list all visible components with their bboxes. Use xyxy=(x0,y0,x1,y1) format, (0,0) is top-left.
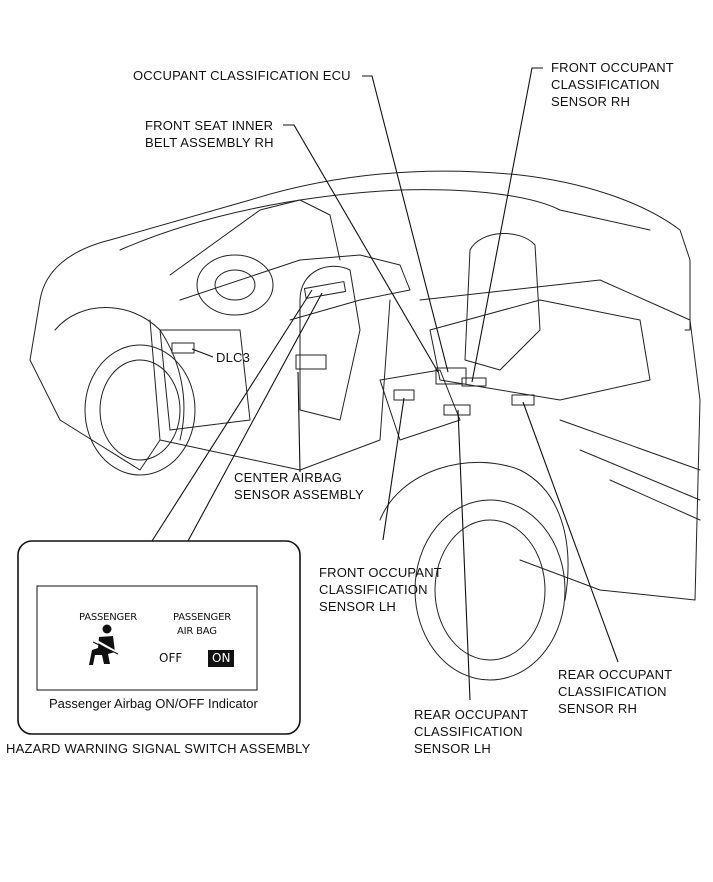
label-rear-sensor-rh: REAR OCCUPANT CLASSIFICATION SENSOR RH xyxy=(558,667,673,716)
label-rear-sensor-lh: REAR OCCUPANT CLASSIFICATION SENSOR LH xyxy=(414,707,529,756)
leader-dlc3 xyxy=(191,348,214,358)
front-wheel xyxy=(84,344,196,476)
front-seat xyxy=(299,265,361,421)
indicator-on: ON xyxy=(208,650,235,667)
indicator-passenger-left: PASSENGER xyxy=(79,612,137,623)
front-sensor-rh-part xyxy=(461,377,487,387)
rear-body xyxy=(419,279,701,601)
roof-line xyxy=(119,189,651,251)
leader-front-sensor-rh xyxy=(471,67,543,383)
leader-rear-sensor-lh xyxy=(457,409,471,701)
occupant-ecu-part xyxy=(435,367,467,385)
label-hazard-switch: HAZARD WARNING SIGNAL SWITCH ASSEMBLY xyxy=(6,741,311,756)
rear-wheel xyxy=(414,499,566,681)
label-front-sensor-rh: FRONT OCCUPANT CLASSIFICATION SENSOR RH xyxy=(551,60,674,109)
label-inner-belt: FRONT SEAT INNER BELT ASSEMBLY RH xyxy=(145,118,274,150)
inset-caption: Passenger Airbag ON/OFF Indicator xyxy=(49,696,258,711)
indicator-airbag: AIR BAG xyxy=(177,626,217,637)
leader-inner-belt xyxy=(283,124,439,373)
bed-side xyxy=(559,419,701,521)
dlc3-part xyxy=(171,342,195,354)
indicator-off: OFF xyxy=(159,651,183,665)
leader-center-airbag xyxy=(297,371,301,473)
leader-front-sensor-lh xyxy=(382,397,405,541)
center-airbag-part xyxy=(295,354,327,370)
leader-occupant-ecu xyxy=(362,75,449,373)
indicator-panel xyxy=(36,585,258,691)
rear-sensor-rh-part xyxy=(511,394,535,406)
label-front-sensor-lh: FRONT OCCUPANT CLASSIFICATION SENSOR LH xyxy=(319,565,442,614)
rear-sensor-lh-part xyxy=(443,404,471,416)
rear-seat xyxy=(464,233,541,371)
label-occupant-ecu: OCCUPANT CLASSIFICATION ECU xyxy=(133,68,351,83)
door-line xyxy=(149,299,391,471)
label-center-airbag: CENTER AIRBAG SENSOR ASSEMBLY xyxy=(234,470,364,502)
vehicle-body-outline xyxy=(39,170,691,331)
front-fender xyxy=(29,299,161,471)
leader-rear-sensor-rh xyxy=(522,401,619,663)
seatbelt-warning-icon xyxy=(89,624,119,665)
label-dlc3: DLC3 xyxy=(216,350,251,365)
windshield-line xyxy=(169,199,341,276)
inset-frame xyxy=(17,540,301,735)
dashboard xyxy=(179,254,411,321)
rear-wheel-arch xyxy=(379,461,569,601)
inset-callout xyxy=(151,289,323,542)
indicator-passenger-right: PASSENGER xyxy=(173,612,231,623)
steering-wheel xyxy=(196,254,274,316)
